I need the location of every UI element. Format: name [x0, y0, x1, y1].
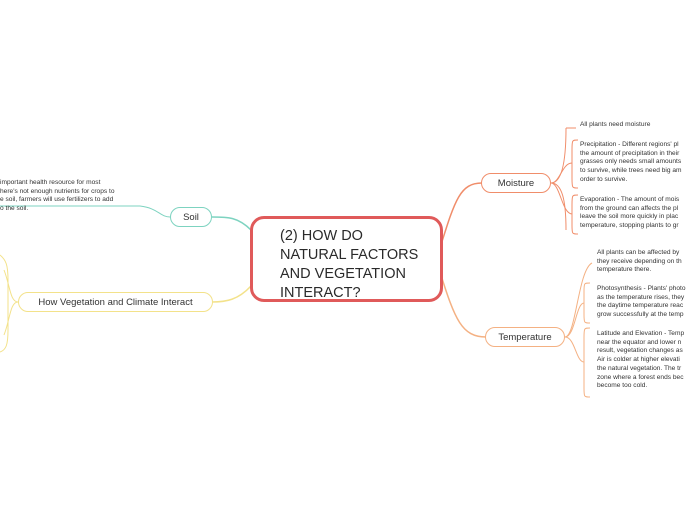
- note-line: Latitude and Elevation - Temp: [597, 330, 685, 337]
- note-temperature-latitude[interactable]: Latitude and Elevation - Temp near the e…: [597, 330, 697, 391]
- connector-temperature-lat: [564, 336, 585, 363]
- note-line: grow successfully at the temp: [597, 311, 684, 319]
- note-temperature-photosynthesis[interactable]: Photosynthesis - Plants' photo as the te…: [597, 285, 697, 320]
- connector-moisture-evap: [550, 182, 573, 215]
- bracket-vegetation-left: [0, 254, 9, 353]
- note-line: All plants need moisture: [580, 121, 651, 128]
- connector-moisture: [439, 182, 483, 249]
- note-line: result, vegetation changes as: [597, 347, 683, 355]
- note-line: order to survive.: [580, 175, 628, 183]
- note-line: here's not enough nutrients for crops to: [0, 187, 115, 195]
- connector-vegetation: [211, 285, 252, 303]
- note-line: become too cold.: [597, 382, 648, 390]
- note-line: the natural vegetation. The tr: [597, 364, 682, 372]
- connector-vegetation-left: [3, 269, 19, 336]
- note-line: Precipitation - Different regions' pl: [580, 141, 679, 148]
- branch-moisture[interactable]: Moisture: [481, 173, 551, 193]
- note-line: leave the soil more quickly in plac: [580, 213, 679, 221]
- note-line: temperature there.: [597, 266, 652, 274]
- note-moisture-all[interactable]: All plants need moisture: [580, 121, 697, 130]
- note-temperature-all[interactable]: All plants can be affected by they recei…: [597, 249, 697, 275]
- note-line: to survive, while trees need big am: [580, 167, 682, 175]
- note-line: grasses only needs small amounts: [580, 158, 682, 166]
- branch-temperature[interactable]: Temperature: [485, 327, 565, 347]
- note-line: the amount of precipitation in their: [580, 149, 680, 157]
- note-line: the daytime temperature reac: [597, 302, 684, 310]
- central-topic-line-2: NATURAL FACTORS: [280, 247, 419, 263]
- central-topic-line-4: INTERACT?: [280, 285, 361, 301]
- note-moisture-evaporation[interactable]: Evaporation - The amount of mois from th…: [580, 196, 697, 231]
- note-line: important health resource for most: [0, 179, 101, 186]
- connector-temperature: [439, 271, 487, 338]
- central-topic-line-3: AND VEGETATION: [280, 266, 406, 282]
- note-soil[interactable]: important health resource for most here'…: [0, 179, 140, 214]
- connector-soil: [211, 216, 252, 231]
- connector-soil-note: [0, 205, 171, 218]
- branch-soil[interactable]: Soil: [170, 207, 212, 227]
- note-line: All plants can be affected by: [597, 249, 680, 256]
- connector-moisture-precip: [550, 162, 573, 184]
- bracket-moisture-precip: [571, 139, 579, 189]
- note-line: temperature, stopping plants to gr: [580, 222, 679, 230]
- bracket-moisture-evap: [571, 194, 579, 235]
- note-line: zone where a forest ends bec: [597, 373, 684, 381]
- note-moisture-precipitation[interactable]: Precipitation - Different regions' pl th…: [580, 141, 697, 185]
- connector-temperature-photo: [564, 302, 585, 338]
- note-line: Air is colder at higher elevati: [597, 356, 680, 364]
- note-line: o the soil.: [0, 205, 29, 213]
- bracket-temp-photo: [583, 282, 591, 324]
- note-line: as the temperature rises, they: [597, 293, 685, 301]
- branch-vegetation-climate[interactable]: How Vegetation and Climate Interact: [18, 292, 213, 312]
- note-line: Photosynthesis - Plants' photo: [597, 285, 686, 292]
- central-topic[interactable]: (2) HOW DO NATURAL FACTORS AND VEGETATIO…: [250, 216, 443, 302]
- note-line: e soil, farmers will use fertilizers to …: [0, 196, 114, 204]
- note-line: near the equator and lower n: [597, 338, 682, 346]
- note-line: Evaporation - The amount of mois: [580, 196, 680, 203]
- connector-temperature-all: [564, 262, 593, 338]
- bracket-temp-lat: [583, 327, 591, 398]
- note-line: from the ground can affects the pl: [580, 204, 679, 212]
- central-topic-line-1: (2) HOW DO: [280, 228, 363, 244]
- note-line: they receive depending on th: [597, 257, 682, 265]
